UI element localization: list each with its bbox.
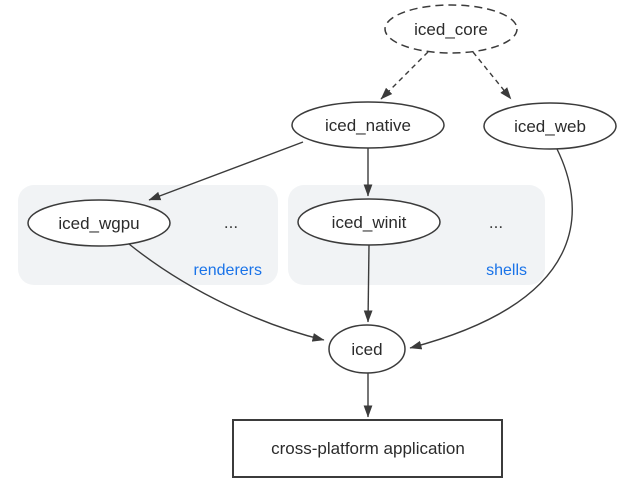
edge-core-to-native: [380, 51, 429, 100]
iced-ellipse: [328, 324, 406, 374]
edge-winit-to-iced: [363, 244, 373, 323]
node-iced-native: iced_native: [291, 101, 445, 149]
node-iced-winit: iced_winit: [297, 198, 441, 246]
shells-group-label: shells: [486, 262, 527, 279]
edge-wgpu-to-iced: [128, 243, 325, 342]
app-label: cross-platform application: [271, 439, 465, 458]
renderers-group-label: renderers: [194, 262, 262, 279]
iced-label: iced: [351, 340, 382, 359]
iced-wgpu-label: iced_wgpu: [58, 214, 139, 233]
iced-web-ellipse: [483, 102, 617, 150]
iced-core-label: iced_core: [414, 20, 488, 39]
node-iced-wgpu: iced_wgpu: [27, 199, 171, 247]
node-iced: iced: [328, 324, 406, 374]
iced-winit-label: iced_winit: [332, 213, 407, 232]
node-iced-core: iced_core: [384, 4, 518, 54]
edge-core-to-web: [472, 51, 512, 100]
iced-native-label: iced_native: [325, 116, 411, 135]
edge-native-to-wgpu: [148, 141, 304, 201]
renderers-ellipsis: ...: [224, 213, 238, 232]
app-rect: [232, 419, 503, 478]
edge-web-to-iced: [409, 148, 573, 350]
iced-wgpu-ellipse: [27, 199, 171, 247]
iced-native-ellipse: [291, 101, 445, 149]
node-iced-web: iced_web: [483, 102, 617, 150]
node-cross-platform-application: cross-platform application: [232, 419, 503, 478]
shells-ellipsis: ...: [489, 213, 503, 232]
iced-web-label: iced_web: [514, 117, 586, 136]
iced-core-ellipse: [384, 4, 518, 54]
iced-winit-ellipse: [297, 198, 441, 246]
